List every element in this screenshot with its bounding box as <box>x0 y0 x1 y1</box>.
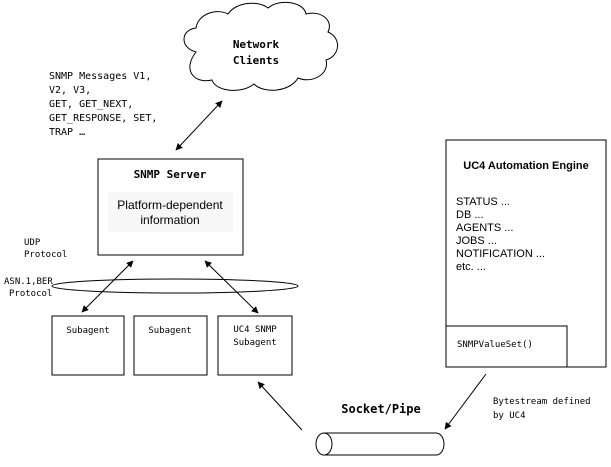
subagent-box-2: Subagent <box>133 315 208 376</box>
engine-item: etc. ... <box>456 261 486 273</box>
engine-item: STATUS ... <box>456 196 510 208</box>
arrow-server-subagent-1 <box>81 260 134 313</box>
cloud-label-line1: Network <box>233 38 280 51</box>
engine-title: UC4 Automation Engine <box>463 160 588 172</box>
bytestream-label-line2: by UC4 <box>493 411 526 421</box>
asn-label-line2: Protocol <box>9 289 52 299</box>
snmp-server-box: SNMP Server Platform-dependent informati… <box>97 158 244 256</box>
snmp-messages-line: GET, GET_NEXT, <box>49 99 133 110</box>
subagent-box-1: Subagent <box>51 315 125 376</box>
cloud-shape <box>183 1 338 91</box>
subagent-label: Subagent <box>66 326 109 336</box>
engine-item: NOTIFICATION ... <box>456 248 545 260</box>
socket-pipe-label: Socket/Pipe <box>341 402 420 416</box>
snmp-messages-line: GET_RESPONSE, SET, <box>49 113 157 124</box>
snmp-messages-text: SNMP Messages V1, V2, V3, GET, GET_NEXT,… <box>49 71 157 138</box>
engine-item: JOBS ... <box>456 235 497 247</box>
uc4-subagent-line2: Subagent <box>233 338 276 348</box>
socket-pipe-cylinder <box>315 432 445 456</box>
udp-label-line2: Protocol <box>24 250 67 260</box>
arrow-engine-pipe <box>444 373 487 430</box>
snmp-value-set-label: SNMPValueSet() <box>457 340 533 350</box>
snmp-server-title: SNMP Server <box>134 168 207 181</box>
network-clients-cloud: Network Clients <box>183 1 338 91</box>
uc4-subagent-line1: UC4 SNMP <box>233 325 277 335</box>
platform-info-line1: Platform-dependent <box>117 198 223 212</box>
engine-item: DB ... <box>456 209 484 221</box>
asn-label-line1: ASN.1,BER <box>4 277 53 287</box>
snmp-messages-line: SNMP Messages V1, <box>49 71 151 82</box>
snmp-messages-line: TRAP … <box>49 127 85 138</box>
subagent-label: Subagent <box>148 326 191 336</box>
uc4-snmp-subagent-box: UC4 SNMP Subagent <box>217 315 293 376</box>
protocol-ellipse <box>51 278 299 294</box>
arrow-server-uc4-subagent <box>204 260 259 314</box>
platform-info-line2: information <box>140 213 199 227</box>
snmp-messages-line: V2, V3, <box>49 85 91 96</box>
udp-label-line1: UDP <box>24 238 41 248</box>
uc4-automation-engine-box: UC4 Automation Engine STATUS ... DB ... … <box>445 139 607 368</box>
bytestream-label-line1: Bytestream defined <box>493 397 591 407</box>
arrow-clients-server <box>175 100 223 151</box>
snmp-value-set-box <box>445 325 568 368</box>
platform-info-panel <box>108 192 233 232</box>
arrow-pipe-uc4-subagent <box>257 381 303 431</box>
cloud-label-line2: Clients <box>233 54 279 67</box>
engine-item: AGENTS ... <box>456 222 513 234</box>
